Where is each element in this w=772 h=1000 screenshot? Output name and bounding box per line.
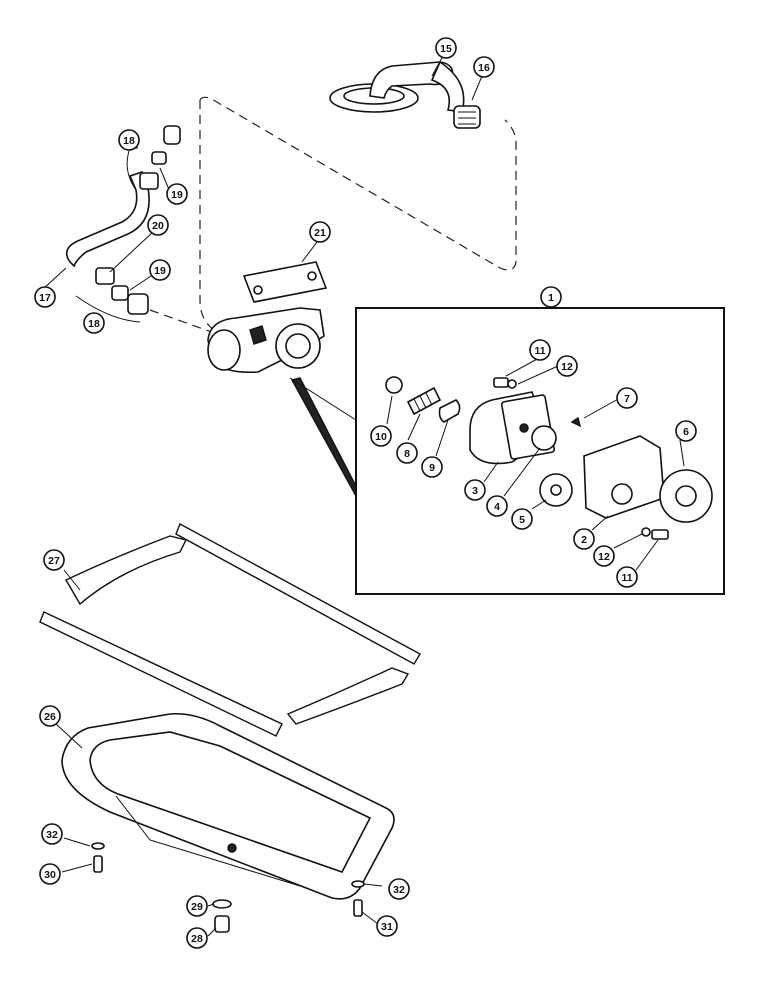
suction-tube-dashed-outline <box>199 96 517 331</box>
detail-pointer-wedge <box>290 377 359 498</box>
callout-6: 6 <box>675 420 697 442</box>
svg-text:19: 19 <box>154 265 166 277</box>
callout-31: 31 <box>376 915 398 937</box>
svg-text:19: 19 <box>171 189 183 201</box>
svg-text:18: 18 <box>123 135 135 147</box>
callout-5: 5 <box>511 508 533 530</box>
svg-text:18: 18 <box>88 318 100 330</box>
callout-9: 9 <box>421 456 443 478</box>
callout-1: 1 <box>540 286 562 308</box>
svg-text:11: 11 <box>534 345 545 357</box>
svg-text:12: 12 <box>598 551 610 563</box>
svg-text:27: 27 <box>48 555 60 567</box>
callout-17: 17 <box>34 286 56 308</box>
svg-text:20: 20 <box>152 220 164 232</box>
svg-text:3: 3 <box>472 485 478 497</box>
callout-3: 3 <box>464 479 486 501</box>
oil-pump-installed <box>207 307 325 374</box>
oil-suction-screen-tube <box>329 60 465 113</box>
svg-text:26: 26 <box>44 711 56 723</box>
oil-pan <box>61 712 395 900</box>
svg-text:6: 6 <box>683 426 689 438</box>
svg-text:16: 16 <box>478 62 490 74</box>
callout-21: 21 <box>309 221 331 243</box>
callout-16: 16 <box>473 56 495 78</box>
callout-18: 18 <box>83 312 105 334</box>
oil-pan-gaskets <box>39 523 421 737</box>
oil-line-assembly <box>65 125 181 323</box>
pump-mounting-gasket <box>242 261 328 303</box>
callout-28: 28 <box>186 927 208 949</box>
svg-text:12: 12 <box>561 361 573 373</box>
relief-spring <box>406 386 442 416</box>
svg-text:1: 1 <box>548 292 554 304</box>
callout-20: 20 <box>147 214 169 236</box>
suction-tube-fitting <box>453 105 481 129</box>
callout-8: 8 <box>396 442 418 464</box>
callout-15: 15 <box>435 37 457 59</box>
svg-text:5: 5 <box>519 514 525 526</box>
pump-detail-parts <box>385 376 713 540</box>
svg-text:32: 32 <box>46 829 58 841</box>
callout-4: 4 <box>486 495 508 517</box>
pan-bolts <box>91 842 365 917</box>
callout-7: 7 <box>616 387 638 409</box>
callout-18: 18 <box>118 129 140 151</box>
callout-30: 30 <box>39 863 61 885</box>
callout-12: 12 <box>593 545 615 567</box>
callout-10: 10 <box>370 425 392 447</box>
callout-2: 2 <box>573 528 595 550</box>
drain-plug <box>212 899 232 933</box>
svg-text:15: 15 <box>440 43 452 55</box>
svg-text:32: 32 <box>393 884 405 896</box>
svg-text:2: 2 <box>581 534 587 546</box>
fitting-dashed-leader <box>149 309 221 336</box>
svg-text:9: 9 <box>429 462 435 474</box>
callout-11: 11 <box>529 339 551 361</box>
callout-19: 19 <box>149 259 171 281</box>
svg-text:4: 4 <box>494 501 500 513</box>
svg-text:17: 17 <box>39 292 51 304</box>
svg-text:30: 30 <box>44 869 56 881</box>
callout-19: 19 <box>166 183 188 205</box>
svg-text:29: 29 <box>191 901 203 913</box>
callout-12: 12 <box>556 355 578 377</box>
callout-32: 32 <box>388 878 410 900</box>
svg-text:11: 11 <box>621 572 632 584</box>
svg-text:10: 10 <box>375 431 387 443</box>
svg-text:21: 21 <box>314 227 326 239</box>
svg-text:8: 8 <box>404 448 410 460</box>
callout-11: 11 <box>616 566 638 588</box>
callout-29: 29 <box>186 895 208 917</box>
svg-text:7: 7 <box>624 393 630 405</box>
callout-leaders <box>43 55 685 937</box>
callout-32: 32 <box>41 823 63 845</box>
svg-text:31: 31 <box>381 921 393 933</box>
svg-text:28: 28 <box>191 933 203 945</box>
callout-26: 26 <box>39 705 61 727</box>
callout-27: 27 <box>43 549 65 571</box>
